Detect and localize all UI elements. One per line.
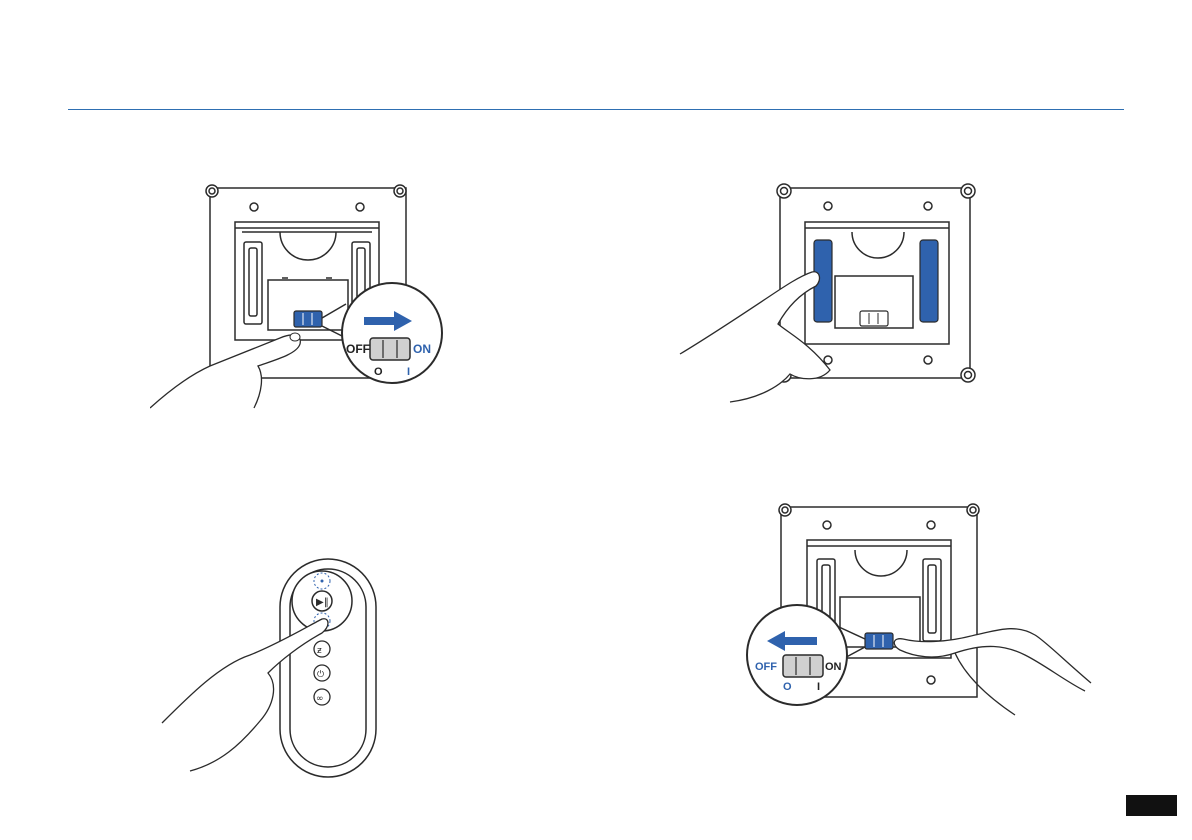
switch-small xyxy=(860,311,888,326)
switch-off-symbol: O xyxy=(374,366,383,378)
switch-small xyxy=(865,633,893,649)
switch-small xyxy=(294,311,322,327)
switch-on-label: ON xyxy=(413,342,431,356)
switch-on-label: ON xyxy=(825,661,842,673)
figure-pads xyxy=(670,176,990,406)
header-rule xyxy=(68,109,1124,110)
page-tab xyxy=(1126,795,1177,816)
switch-off-label: OFF xyxy=(755,661,777,673)
link-icon: ∞ xyxy=(316,694,324,704)
figure-switch-off: OFF ON O I xyxy=(745,495,1095,725)
figure-remote: ▶‖ ƶ ⏻ ∞ xyxy=(150,555,390,785)
power-icon: ⏻ xyxy=(317,669,324,680)
zigzag-icon: ƶ xyxy=(317,646,322,656)
play-pause-icon: ▶‖ xyxy=(316,597,329,608)
switch-off-symbol: O xyxy=(783,681,792,693)
switch-on-symbol: I xyxy=(817,681,820,693)
figure-switch-on: OFF ON O I xyxy=(150,180,450,410)
pad-right xyxy=(920,240,938,322)
switch-off-label: OFF xyxy=(346,342,370,356)
switch-on-symbol: I xyxy=(407,366,410,378)
